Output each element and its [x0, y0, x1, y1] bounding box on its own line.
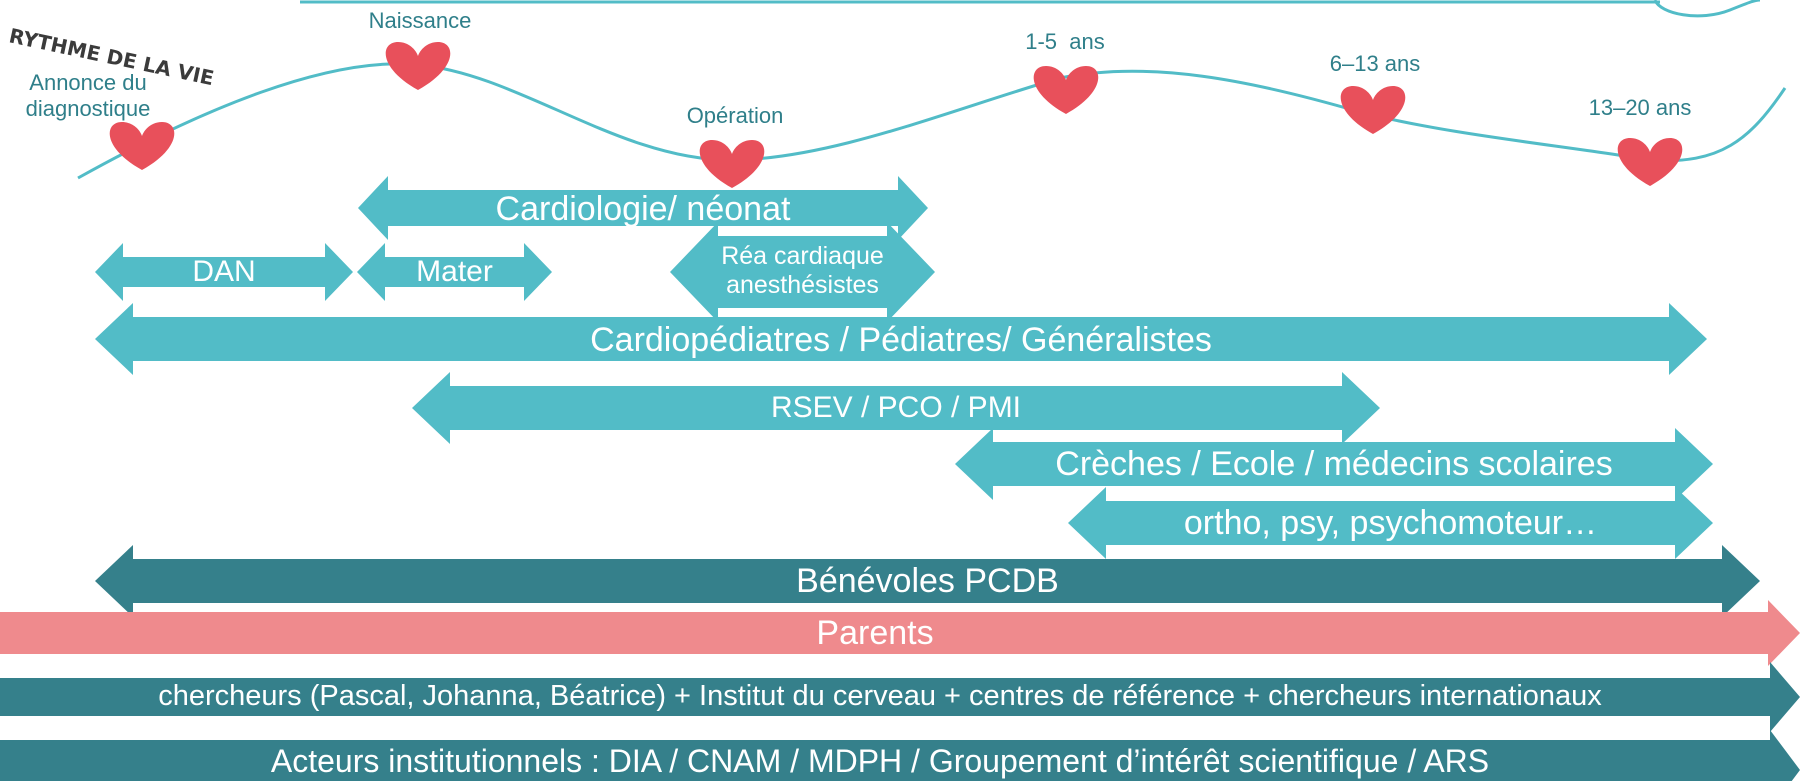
heart-icon — [699, 140, 765, 188]
actor-arrow-creches: Crèches / Ecole / médecins scolaires — [955, 428, 1713, 500]
milestone-6-13-ans: 6–13 ans — [1329, 51, 1421, 76]
actor-label: Cardiopédiatres / Pédiatres/ Généraliste… — [590, 321, 1212, 359]
actor-arrow-cardiopediatres: Cardiopédiatres / Pédiatres/ Généraliste… — [95, 303, 1707, 375]
heart-icon — [109, 122, 175, 170]
life-rhythm-curve — [77, 62, 1787, 180]
milestone-annonce-diagnostique: Annonce du diagnostique — [25, 70, 151, 121]
double-arrow-shape — [670, 222, 935, 322]
heart-icon — [1033, 66, 1099, 114]
actor-label: Acteurs institutionnels : DIA / CNAM / M… — [270, 743, 1490, 779]
milestone-13-20-ans: 13–20 ans — [1588, 95, 1692, 120]
heart-icon — [1340, 86, 1406, 134]
double-arrow-shape — [357, 243, 552, 301]
actor-arrow-chercheurs: chercheurs (Pascal, Johanna, Béatrice) +… — [0, 662, 1800, 732]
actor-arrow-benevoles: Bénévoles PCDB — [95, 545, 1760, 617]
double-arrow-shape — [95, 545, 1760, 617]
actor-label: chercheurs (Pascal, Johanna, Béatrice) +… — [158, 680, 1602, 712]
actor-label: ortho, psy, psychomoteur… — [1183, 504, 1598, 542]
double-arrow-shape — [95, 303, 1707, 375]
actor-label: RSEV / PCO / PMI — [770, 391, 1022, 424]
actor-label: Crèches / Ecole / médecins scolaires — [1055, 445, 1613, 483]
right-arrow-shape — [0, 662, 1800, 732]
actor-arrow-parents: Parents — [0, 600, 1800, 666]
logo-swirl-icon — [1653, 0, 1761, 18]
actor-arrow-ortho-psy: ortho, psy, psychomoteur… — [1068, 487, 1713, 559]
actor-label: Bénévoles PCDB — [796, 562, 1059, 600]
double-arrow-shape — [412, 372, 1380, 444]
double-arrow-shape — [95, 243, 353, 301]
actor-arrow-rea-cardiaque: Réa cardiaque anesthésistes — [670, 222, 935, 322]
actor-arrow-mater: Mater — [357, 243, 552, 301]
right-arrow-shape — [0, 600, 1800, 666]
actor-label: DAN — [192, 255, 256, 288]
double-arrow-shape — [358, 176, 928, 240]
heart-markers — [109, 42, 1683, 188]
actor-label: Réa cardiaque anesthésistes — [721, 242, 884, 299]
right-arrow-shape — [0, 730, 1800, 781]
actor-label: Cardiologie/ néonat — [495, 190, 791, 228]
milestone-naissance: Naissance — [368, 8, 472, 33]
double-arrow-shape — [1068, 487, 1713, 559]
actor-arrow-cardiologie: Cardiologie/ néonat — [358, 176, 928, 240]
actor-arrow-institutionnels: Acteurs institutionnels : DIA / CNAM / M… — [0, 730, 1800, 781]
double-arrow-shape — [955, 428, 1713, 500]
actor-arrow-dan: DAN — [95, 243, 353, 301]
heart-icon — [1617, 138, 1683, 186]
heart-icon — [385, 42, 451, 90]
actor-arrow-rsev: RSEV / PCO / PMI — [412, 372, 1380, 444]
actor-label: Parents — [816, 614, 934, 652]
milestone-operation: Opération — [686, 103, 784, 128]
milestone-1-5-ans: 1-5 ans — [1025, 29, 1105, 54]
actor-label: Mater — [416, 255, 493, 288]
